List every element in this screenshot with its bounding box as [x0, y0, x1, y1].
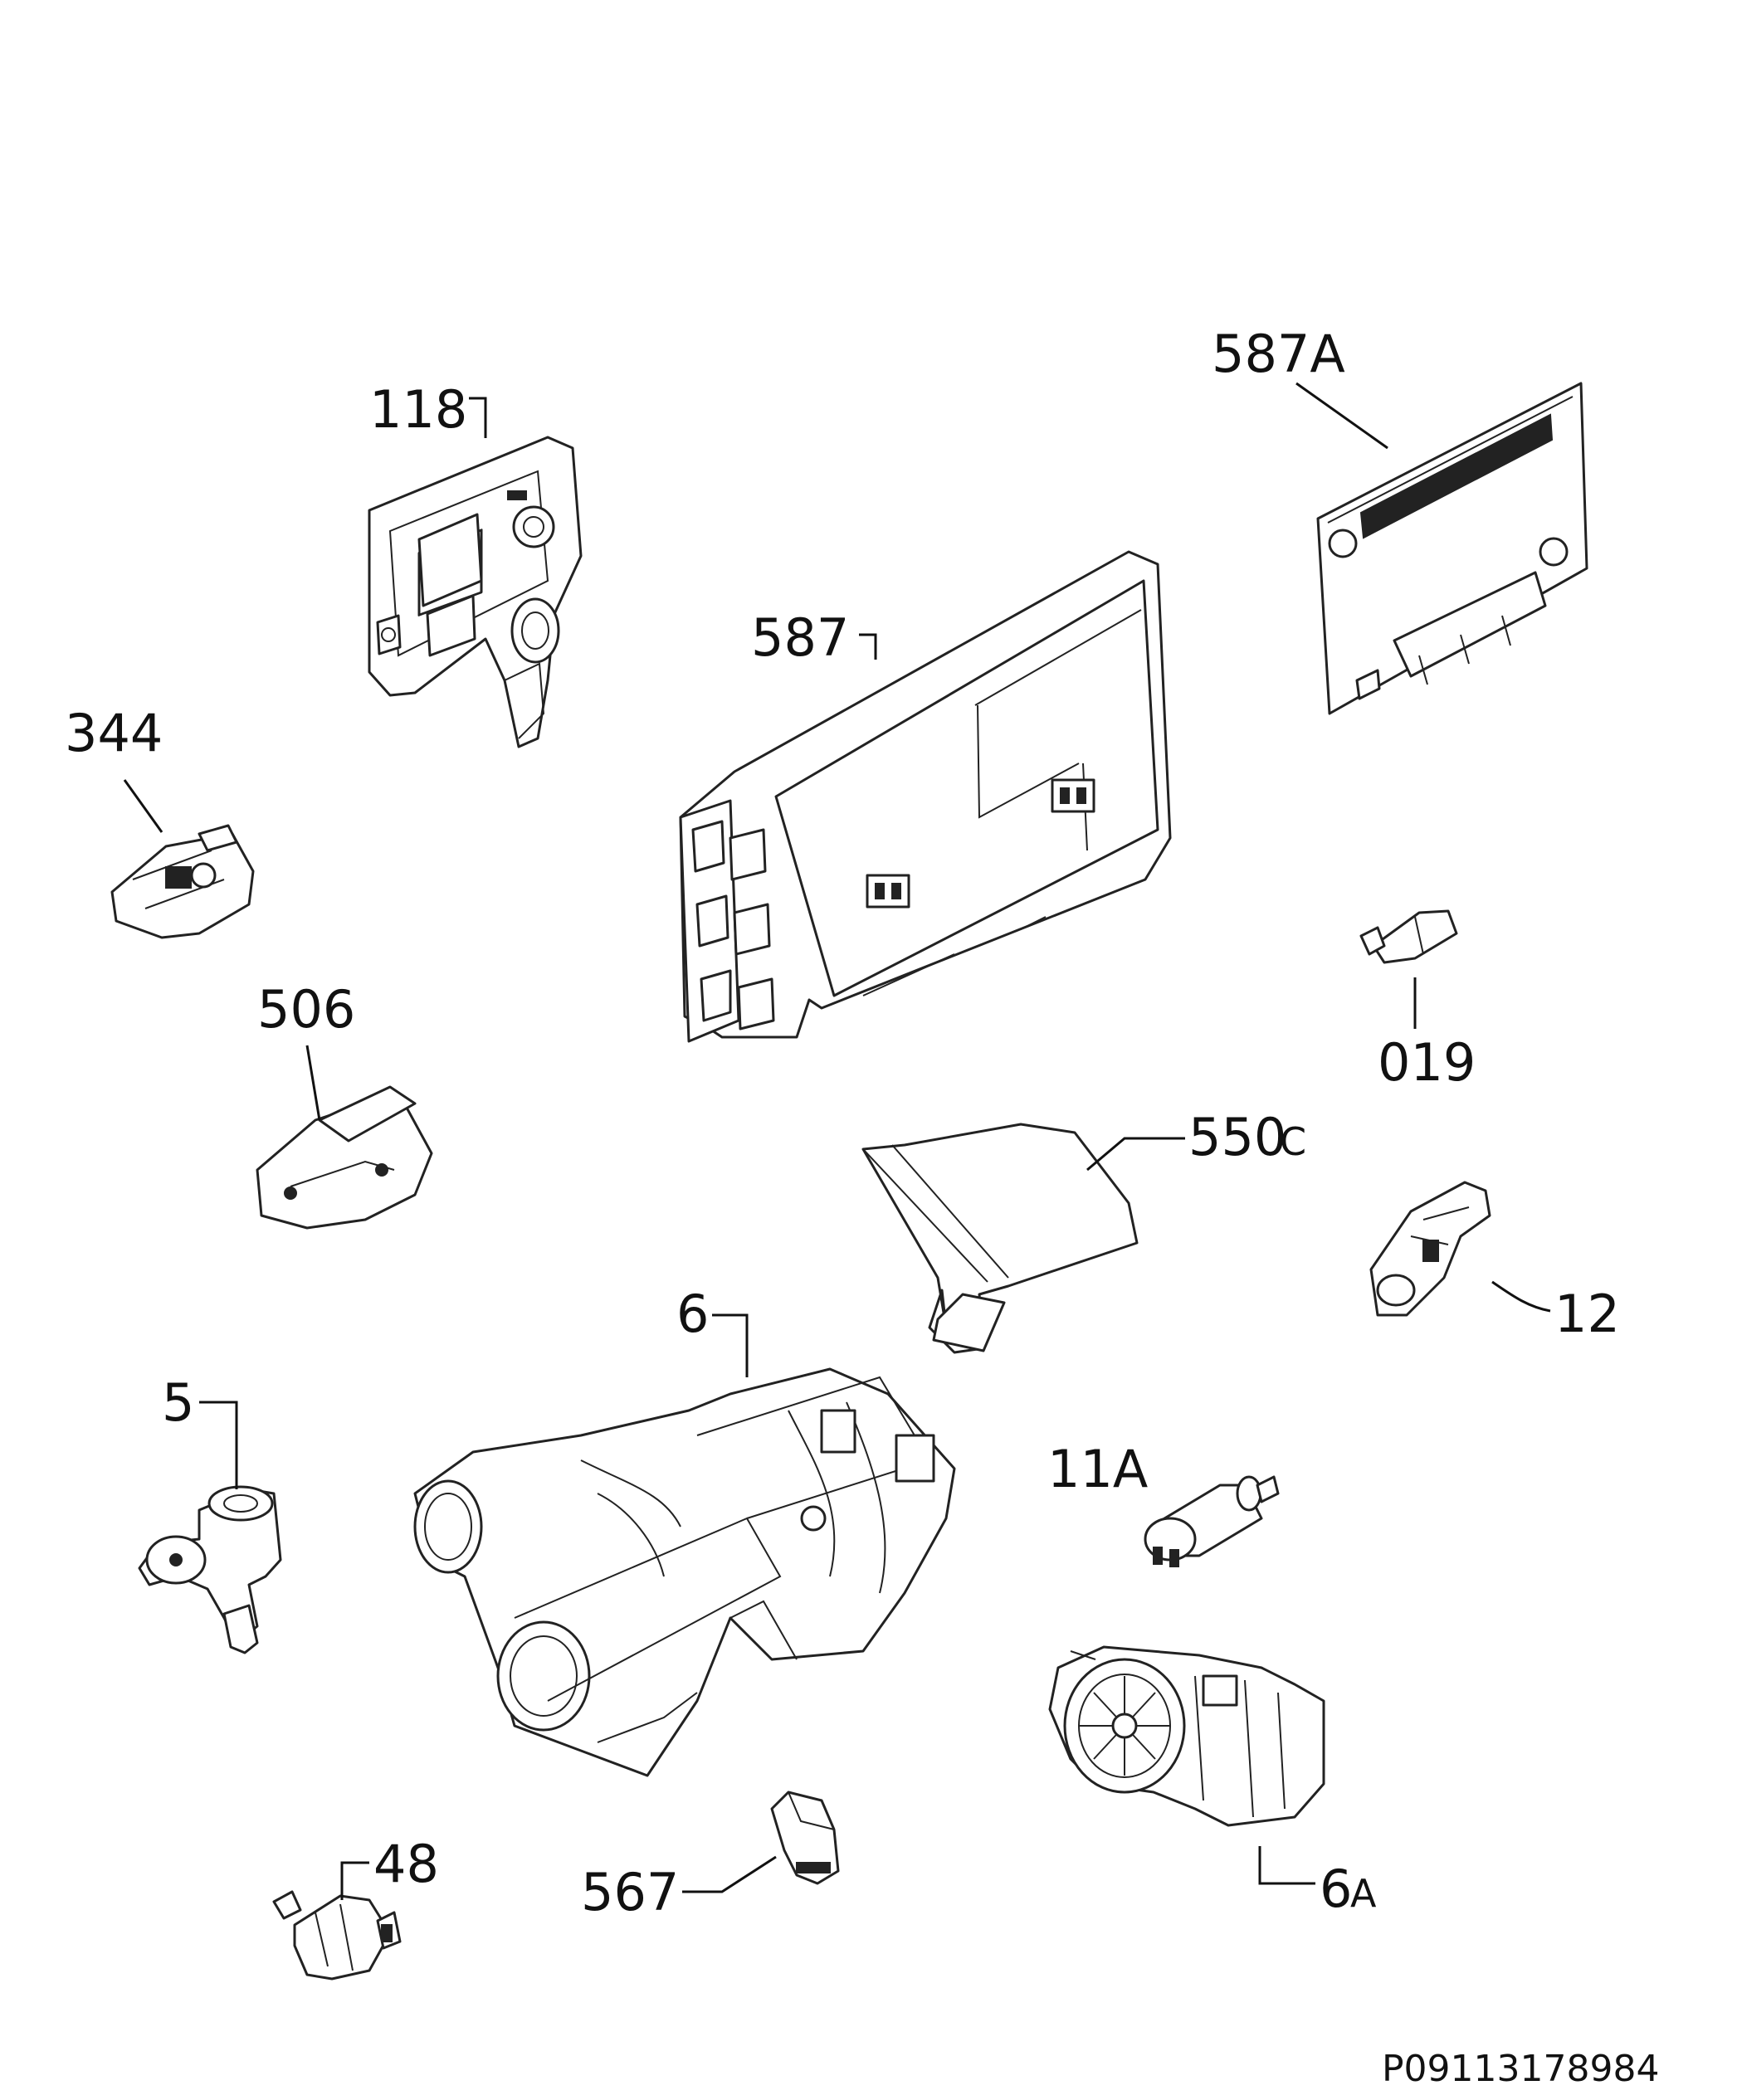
label-12: 12 — [1491, 1280, 1620, 1344]
label-567: 567 — [581, 1855, 777, 1922]
svg-text:6: 6 — [676, 1284, 709, 1344]
label-118: 118 — [369, 379, 487, 440]
part-12-sensor — [1369, 1181, 1491, 1317]
part-567-clip — [770, 1791, 840, 1885]
label-550C: 550 C — [1086, 1107, 1306, 1172]
part-019-connector — [1359, 909, 1458, 964]
part-6A-drain-pump — [1048, 1645, 1325, 1827]
part-6-heat-pump — [413, 1367, 956, 1777]
label-11A: 11A — [1047, 1439, 1148, 1499]
svg-text:48: 48 — [373, 1834, 439, 1894]
label-6: 6 — [676, 1284, 749, 1377]
svg-text:344: 344 — [65, 703, 163, 763]
label-6A: 6 A — [1258, 1846, 1377, 1919]
svg-text:587: 587 — [751, 607, 849, 668]
svg-text:5: 5 — [162, 1372, 194, 1433]
svg-text:A: A — [1350, 1871, 1377, 1916]
svg-text:C: C — [1280, 1119, 1306, 1164]
part-5-inlet-valve — [138, 1485, 282, 1654]
svg-text:118: 118 — [369, 379, 467, 440]
label-344: 344 — [65, 703, 163, 833]
svg-text:11A: 11A — [1047, 1439, 1148, 1499]
label-5: 5 — [162, 1372, 238, 1489]
svg-text:12: 12 — [1554, 1284, 1620, 1344]
part-11A-capacitor — [1144, 1475, 1280, 1567]
label-587A: 587A — [1212, 324, 1388, 450]
svg-text:6: 6 — [1320, 1859, 1352, 1919]
svg-text:567: 567 — [581, 1862, 679, 1922]
label-019: 019 — [1378, 977, 1476, 1093]
part-344-latch — [110, 824, 255, 939]
label-506: 506 — [257, 979, 355, 1121]
svg-text:019: 019 — [1378, 1032, 1476, 1093]
label-587: 587 — [751, 607, 877, 668]
part-118-dispenser — [368, 436, 583, 748]
part-587-control-module — [679, 550, 1172, 1043]
svg-text:506: 506 — [257, 979, 355, 1040]
svg-text:587A: 587A — [1212, 324, 1345, 384]
reference-code: P09113178984 — [1382, 2048, 1659, 2090]
part-506-clip — [256, 1085, 433, 1230]
part-550C-cover — [861, 1123, 1139, 1354]
part-48-sensor — [272, 1890, 402, 1981]
svg-text:550: 550 — [1188, 1107, 1286, 1167]
label-48: 48 — [340, 1834, 439, 1900]
part-587A-circuit-board — [1316, 382, 1588, 715]
